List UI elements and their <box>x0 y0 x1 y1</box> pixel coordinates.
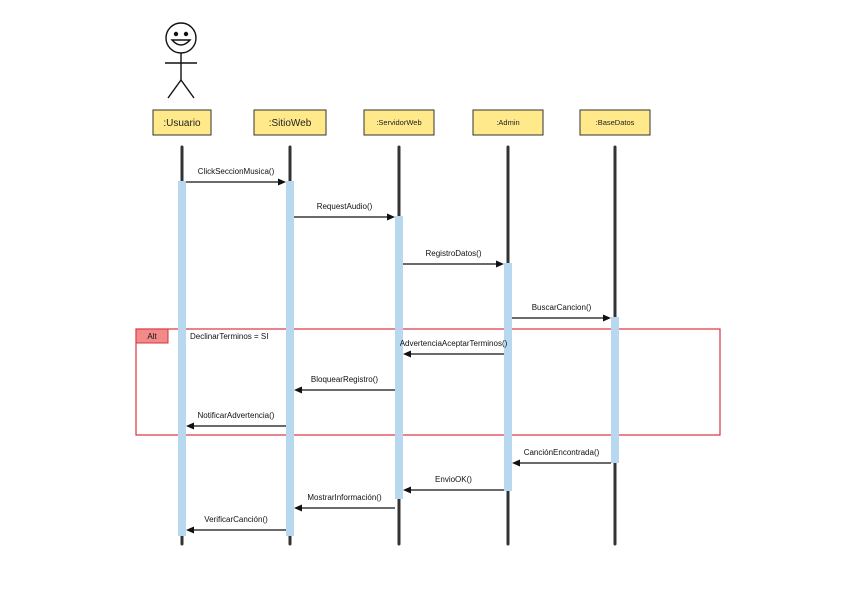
message-4: BuscarCancion() <box>512 303 611 322</box>
message-11: VerificarCanción() <box>186 515 286 534</box>
participant-box-admin <box>472 109 544 136</box>
participant-box-sitioweb <box>253 109 327 136</box>
activation-bar-usuario <box>178 181 186 536</box>
alt-guard-condition: DeclinarTerminos = SI <box>190 332 268 341</box>
message-label: RequestAudio() <box>317 202 373 211</box>
message-9: EnvioOK() <box>403 475 504 494</box>
message-label: NotificarAdvertencia() <box>198 411 275 420</box>
arrowhead-icon <box>403 486 411 494</box>
message-7: NotificarAdvertencia() <box>186 411 286 430</box>
arrowhead-icon <box>186 526 194 534</box>
arrowhead-icon <box>496 260 504 268</box>
participant-box-servidorweb <box>363 109 435 136</box>
participant-usuario: :Usuario <box>152 109 212 136</box>
arrowhead-icon <box>387 213 395 221</box>
arrowhead-icon <box>294 386 302 394</box>
activation-bar-servidorweb <box>395 216 403 499</box>
participant-label-usuario: :Usuario <box>163 118 201 129</box>
participant-label-basedatos: :BaseDatos <box>596 118 635 127</box>
arrowhead-icon <box>186 422 194 430</box>
message-label: CanciónEncontrada() <box>524 448 600 457</box>
alt-fragment: Alt DeclinarTerminos = SI <box>135 328 721 436</box>
message-label: RegistroDatos() <box>425 249 481 258</box>
activation-bar-sitioweb <box>286 181 294 536</box>
participant-admin: :Admin <box>472 109 544 136</box>
participant-label-admin: :Admin <box>496 118 519 127</box>
participant-label-sitioweb: :SitioWeb <box>269 118 312 129</box>
message-2: RequestAudio() <box>294 202 395 221</box>
activation-bar-admin <box>504 263 512 491</box>
participant-label-servidorweb: :ServidorWeb <box>376 118 421 127</box>
participant-box-basedatos <box>579 109 651 136</box>
stick-figure-actor-icon <box>165 22 197 99</box>
message-10: MostrarInformación() <box>294 493 395 512</box>
message-5: AdvertenciaAceptarTerminos() <box>400 339 508 358</box>
message-3: RegistroDatos() <box>403 249 504 268</box>
participant-sitioweb: :SitioWeb <box>253 109 327 136</box>
message-label: VerificarCanción() <box>204 515 268 524</box>
arrowhead-icon <box>278 178 286 186</box>
participant-basedatos: :BaseDatos <box>579 109 651 136</box>
activation-bar-basedatos <box>611 317 619 463</box>
alt-fragment-tag: Alt <box>147 332 157 341</box>
message-label: MostrarInformación() <box>307 493 382 502</box>
arrowhead-icon <box>403 350 411 358</box>
message-label: AdvertenciaAceptarTerminos() <box>400 339 508 348</box>
message-label: ClickSeccionMusica() <box>198 167 275 176</box>
arrowhead-icon <box>603 314 611 322</box>
participant-box-usuario <box>152 109 212 136</box>
message-label: EnvioOK() <box>435 475 472 484</box>
participant-servidorweb: :ServidorWeb <box>363 109 435 136</box>
message-1: ClickSeccionMusica() <box>186 167 286 186</box>
arrowhead-icon <box>294 504 302 512</box>
arrowhead-icon <box>512 459 520 467</box>
message-6: BloquearRegistro() <box>294 375 395 394</box>
message-8: CanciónEncontrada() <box>512 448 611 467</box>
message-label: BloquearRegistro() <box>311 375 378 384</box>
message-label: BuscarCancion() <box>532 303 592 312</box>
